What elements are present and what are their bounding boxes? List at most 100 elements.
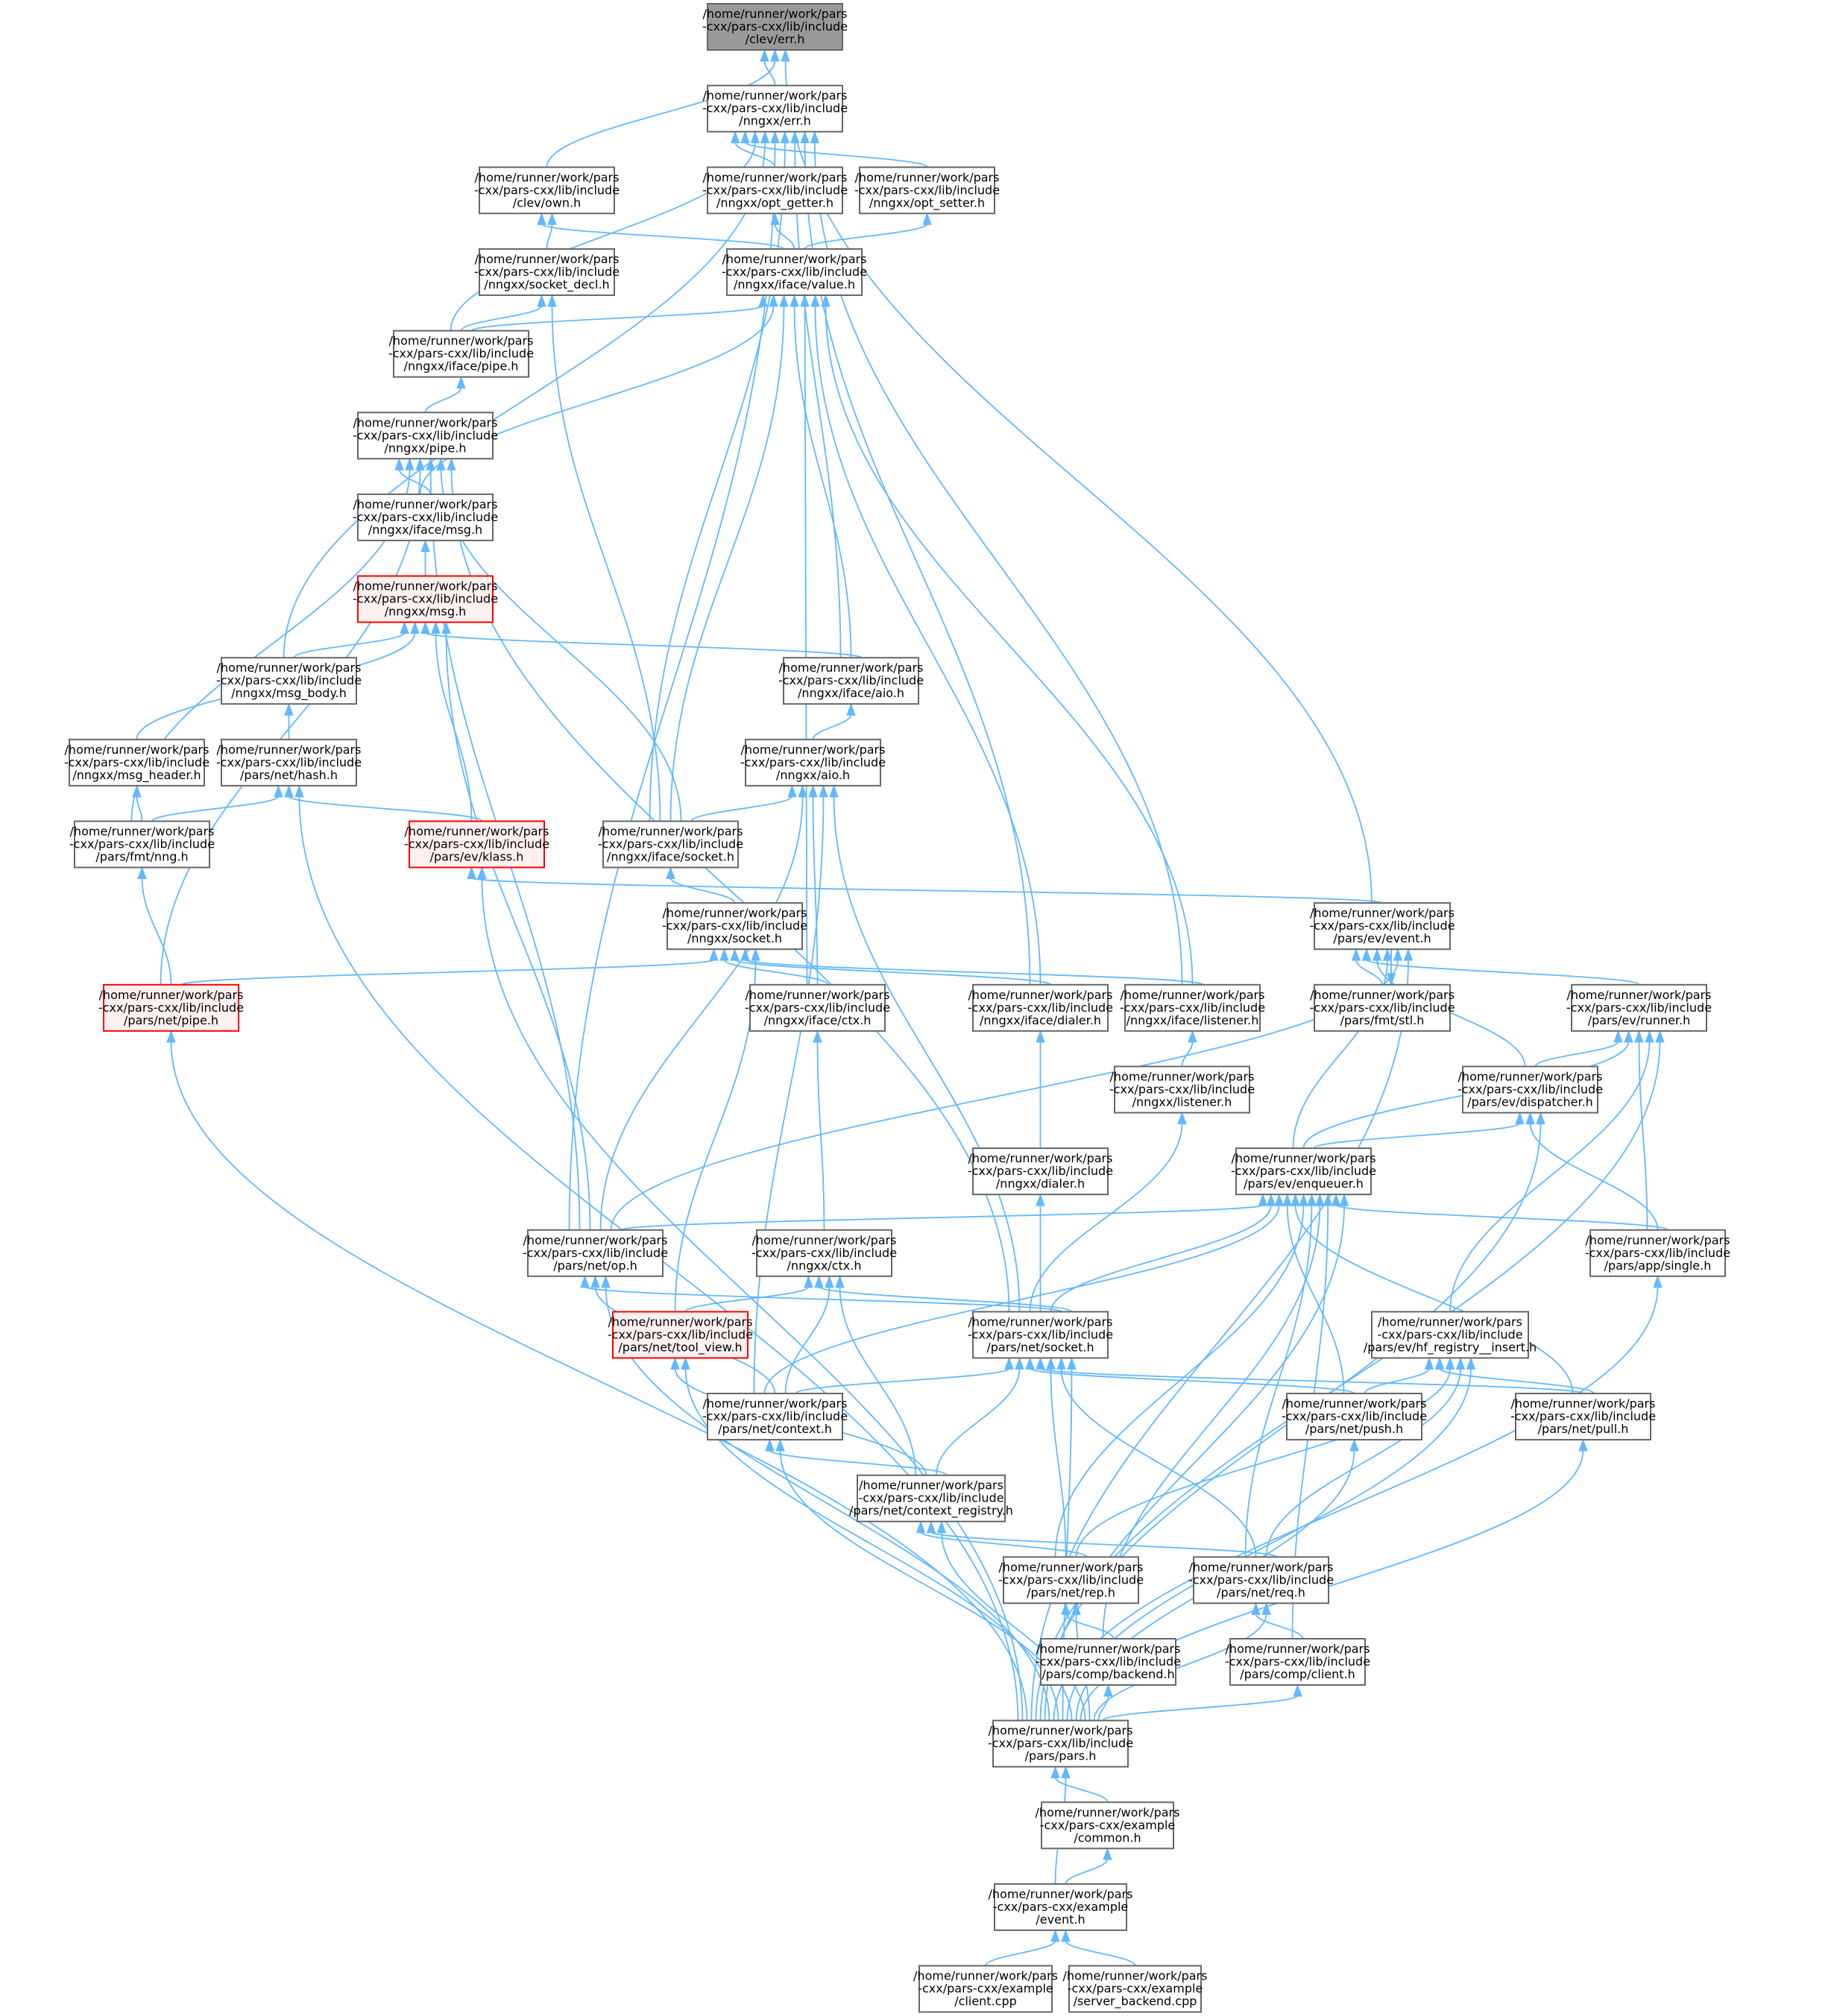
node-fmt-nng[interactable]: /home/runner/work/pars-cxx/pars-cxx/lib/… [69, 820, 215, 869]
node-iface-pipe[interactable]: /home/runner/work/pars-cxx/pars-cxx/lib/… [388, 330, 534, 378]
node-box[interactable] [994, 1883, 1127, 1931]
node-box[interactable] [857, 1474, 1006, 1522]
node-net-rep[interactable]: /home/runner/work/pars-cxx/pars-cxx/lib/… [998, 1556, 1144, 1604]
node-box[interactable] [1068, 1965, 1202, 2013]
node-box[interactable] [992, 1719, 1129, 1768]
node-nngxx-err[interactable]: /home/runner/work/pars-cxx/pars-cxx/lib/… [702, 84, 848, 133]
node-nngxx-socket[interactable]: /home/runner/work/pars-cxx/pars-cxx/lib/… [662, 902, 807, 951]
node-box[interactable] [612, 1311, 749, 1359]
node-box[interactable] [1589, 1229, 1726, 1277]
node-opt-getter[interactable]: /home/runner/work/pars-cxx/pars-cxx/lib/… [702, 166, 848, 215]
node-box[interactable] [745, 738, 881, 787]
node-box[interactable] [667, 902, 803, 951]
node-socket-decl[interactable]: /home/runner/work/pars-cxx/pars-cxx/lib/… [474, 248, 620, 296]
node-box[interactable] [707, 84, 843, 133]
node-box[interactable] [103, 983, 239, 1032]
node-net-pipe[interactable]: /home/runner/work/pars-cxx/pars-cxx/lib/… [98, 983, 244, 1032]
node-iface-listener[interactable]: /home/runner/work/pars-cxx/pars-cxx/lib/… [1120, 983, 1265, 1032]
node-ev-klass[interactable]: /home/runner/work/pars-cxx/pars-cxx/lib/… [404, 820, 549, 869]
node-net-op[interactable]: /home/runner/work/pars-cxx/pars-cxx/lib/… [523, 1229, 668, 1277]
node-iface-aio[interactable]: /home/runner/work/pars-cxx/pars-cxx/lib/… [778, 657, 924, 705]
node-box[interactable] [1114, 1065, 1250, 1114]
node-box[interactable] [1314, 983, 1451, 1032]
node-iface-socket[interactable]: /home/runner/work/pars-cxx/pars-cxx/lib/… [598, 820, 743, 869]
node-box[interactable] [972, 983, 1109, 1032]
node-box[interactable] [357, 493, 494, 541]
node-box[interactable] [1462, 1065, 1598, 1114]
node-box[interactable] [972, 1147, 1109, 1196]
node-iface-value[interactable]: /home/runner/work/pars-cxx/pars-cxx/lib/… [722, 248, 867, 296]
node-box[interactable] [726, 248, 863, 296]
node-box[interactable] [749, 983, 886, 1032]
node-box[interactable] [527, 1229, 664, 1277]
node-ex-event[interactable]: /home/runner/work/pars-cxx/pars-cxx/exam… [989, 1883, 1133, 1931]
node-net-tool-view[interactable]: /home/runner/work/pars-cxx/pars-cxx/lib/… [608, 1311, 753, 1359]
node-box[interactable] [1229, 1638, 1366, 1686]
node-box[interactable] [409, 820, 545, 869]
node-box[interactable] [69, 738, 205, 787]
node-box[interactable] [74, 820, 210, 869]
node-ev-enqueuer[interactable]: /home/runner/work/pars-cxx/pars-cxx/lib/… [1231, 1147, 1376, 1196]
node-ex-common[interactable]: /home/runner/work/pars-cxx/pars-cxx/exam… [1036, 1801, 1180, 1850]
node-box[interactable] [859, 166, 995, 215]
node-pars-h[interactable]: /home/runner/work/pars-cxx/pars-cxx/lib/… [988, 1719, 1133, 1768]
node-ex-client[interactable]: /home/runner/work/pars-cxx/pars-cxx/exam… [913, 1965, 1058, 2013]
node-box[interactable] [357, 412, 494, 460]
node-opt-setter[interactable]: /home/runner/work/pars-cxx/pars-cxx/lib/… [854, 166, 1000, 215]
node-nngxx-msg[interactable]: /home/runner/work/pars-cxx/pars-cxx/lib/… [353, 575, 498, 623]
node-msg-header[interactable]: /home/runner/work/pars-cxx/pars-cxx/lib/… [64, 738, 209, 787]
node-comp-client[interactable]: /home/runner/work/pars-cxx/pars-cxx/lib/… [1225, 1638, 1370, 1686]
node-fmt-stl[interactable]: /home/runner/work/pars-cxx/pars-cxx/lib/… [1309, 983, 1455, 1032]
node-nngxx-dialer[interactable]: /home/runner/work/pars-cxx/pars-cxx/lib/… [968, 1147, 1113, 1196]
node-nngxx-ctx[interactable]: /home/runner/work/pars-cxx/pars-cxx/lib/… [751, 1229, 897, 1277]
node-box[interactable] [479, 166, 615, 215]
node-iface-ctx[interactable]: /home/runner/work/pars-cxx/pars-cxx/lib/… [745, 983, 890, 1032]
node-nngxx-listener[interactable]: /home/runner/work/pars-cxx/pars-cxx/lib/… [1109, 1065, 1255, 1114]
node-context-registry[interactable]: /home/runner/work/pars-cxx/pars-cxx/lib/… [849, 1474, 1013, 1522]
node-box[interactable] [1515, 1393, 1651, 1441]
node-box[interactable] [783, 657, 919, 705]
node-box[interactable] [357, 575, 494, 623]
node-nngxx-aio[interactable]: /home/runner/work/pars-cxx/pars-cxx/lib/… [740, 738, 886, 787]
node-net-pull[interactable]: /home/runner/work/pars-cxx/pars-cxx/lib/… [1510, 1393, 1656, 1441]
node-box[interactable] [918, 1965, 1053, 2013]
node-box[interactable] [707, 1393, 843, 1441]
node-clev-err[interactable]: /home/runner/work/pars-cxx/pars-cxx/lib/… [702, 3, 848, 51]
node-box[interactable] [602, 820, 739, 869]
node-box[interactable] [1193, 1556, 1329, 1604]
node-ev-event[interactable]: /home/runner/work/pars-cxx/pars-cxx/lib/… [1309, 902, 1455, 951]
node-net-hash[interactable]: /home/runner/work/pars-cxx/pars-cxx/lib/… [216, 738, 362, 787]
node-iface-msg[interactable]: /home/runner/work/pars-cxx/pars-cxx/lib/… [353, 493, 498, 541]
node-net-req[interactable]: /home/runner/work/pars-cxx/pars-cxx/lib/… [1188, 1556, 1334, 1604]
node-net-push[interactable]: /home/runner/work/pars-cxx/pars-cxx/lib/… [1282, 1393, 1427, 1441]
node-msg-body[interactable]: /home/runner/work/pars-cxx/pars-cxx/lib/… [216, 657, 362, 705]
node-ev-dispatcher[interactable]: /home/runner/work/pars-cxx/pars-cxx/lib/… [1458, 1065, 1603, 1114]
node-box[interactable] [972, 1311, 1109, 1359]
node-box[interactable] [1286, 1393, 1422, 1441]
node-app-single[interactable]: /home/runner/work/pars-cxx/pars-cxx/lib/… [1585, 1229, 1730, 1277]
node-net-context[interactable]: /home/runner/work/pars-cxx/pars-cxx/lib/… [702, 1393, 848, 1441]
node-box[interactable] [707, 166, 843, 215]
node-box[interactable] [1235, 1147, 1372, 1196]
node-hf-registry[interactable]: /home/runner/work/pars-cxx/pars-cxx/lib/… [1364, 1311, 1537, 1359]
node-box[interactable] [221, 738, 357, 787]
node-box[interactable] [393, 330, 529, 378]
node-clev-own[interactable]: /home/runner/work/pars-cxx/pars-cxx/lib/… [474, 166, 620, 215]
node-box[interactable] [1571, 983, 1707, 1032]
node-comp-backend[interactable]: /home/runner/work/pars-cxx/pars-cxx/lib/… [1036, 1638, 1181, 1686]
node-box[interactable] [707, 3, 843, 51]
node-nngxx-pipe[interactable]: /home/runner/work/pars-cxx/pars-cxx/lib/… [353, 412, 498, 460]
node-box[interactable] [756, 1229, 892, 1277]
node-box[interactable] [1124, 983, 1261, 1032]
node-box[interactable] [479, 248, 615, 296]
node-box[interactable] [1041, 1801, 1174, 1850]
node-box[interactable] [1314, 902, 1451, 951]
node-net-socket[interactable]: /home/runner/work/pars-cxx/pars-cxx/lib/… [968, 1311, 1113, 1359]
node-box[interactable] [1003, 1556, 1139, 1604]
node-ev-runner[interactable]: /home/runner/work/pars-cxx/pars-cxx/lib/… [1566, 983, 1712, 1032]
node-ex-server-backend[interactable]: /home/runner/work/pars-cxx/pars-cxx/exam… [1063, 1965, 1208, 2013]
node-box[interactable] [1040, 1638, 1176, 1686]
node-iface-dialer[interactable]: /home/runner/work/pars-cxx/pars-cxx/lib/… [968, 983, 1113, 1032]
node-box[interactable] [221, 657, 357, 705]
node-box[interactable] [1371, 1311, 1529, 1359]
